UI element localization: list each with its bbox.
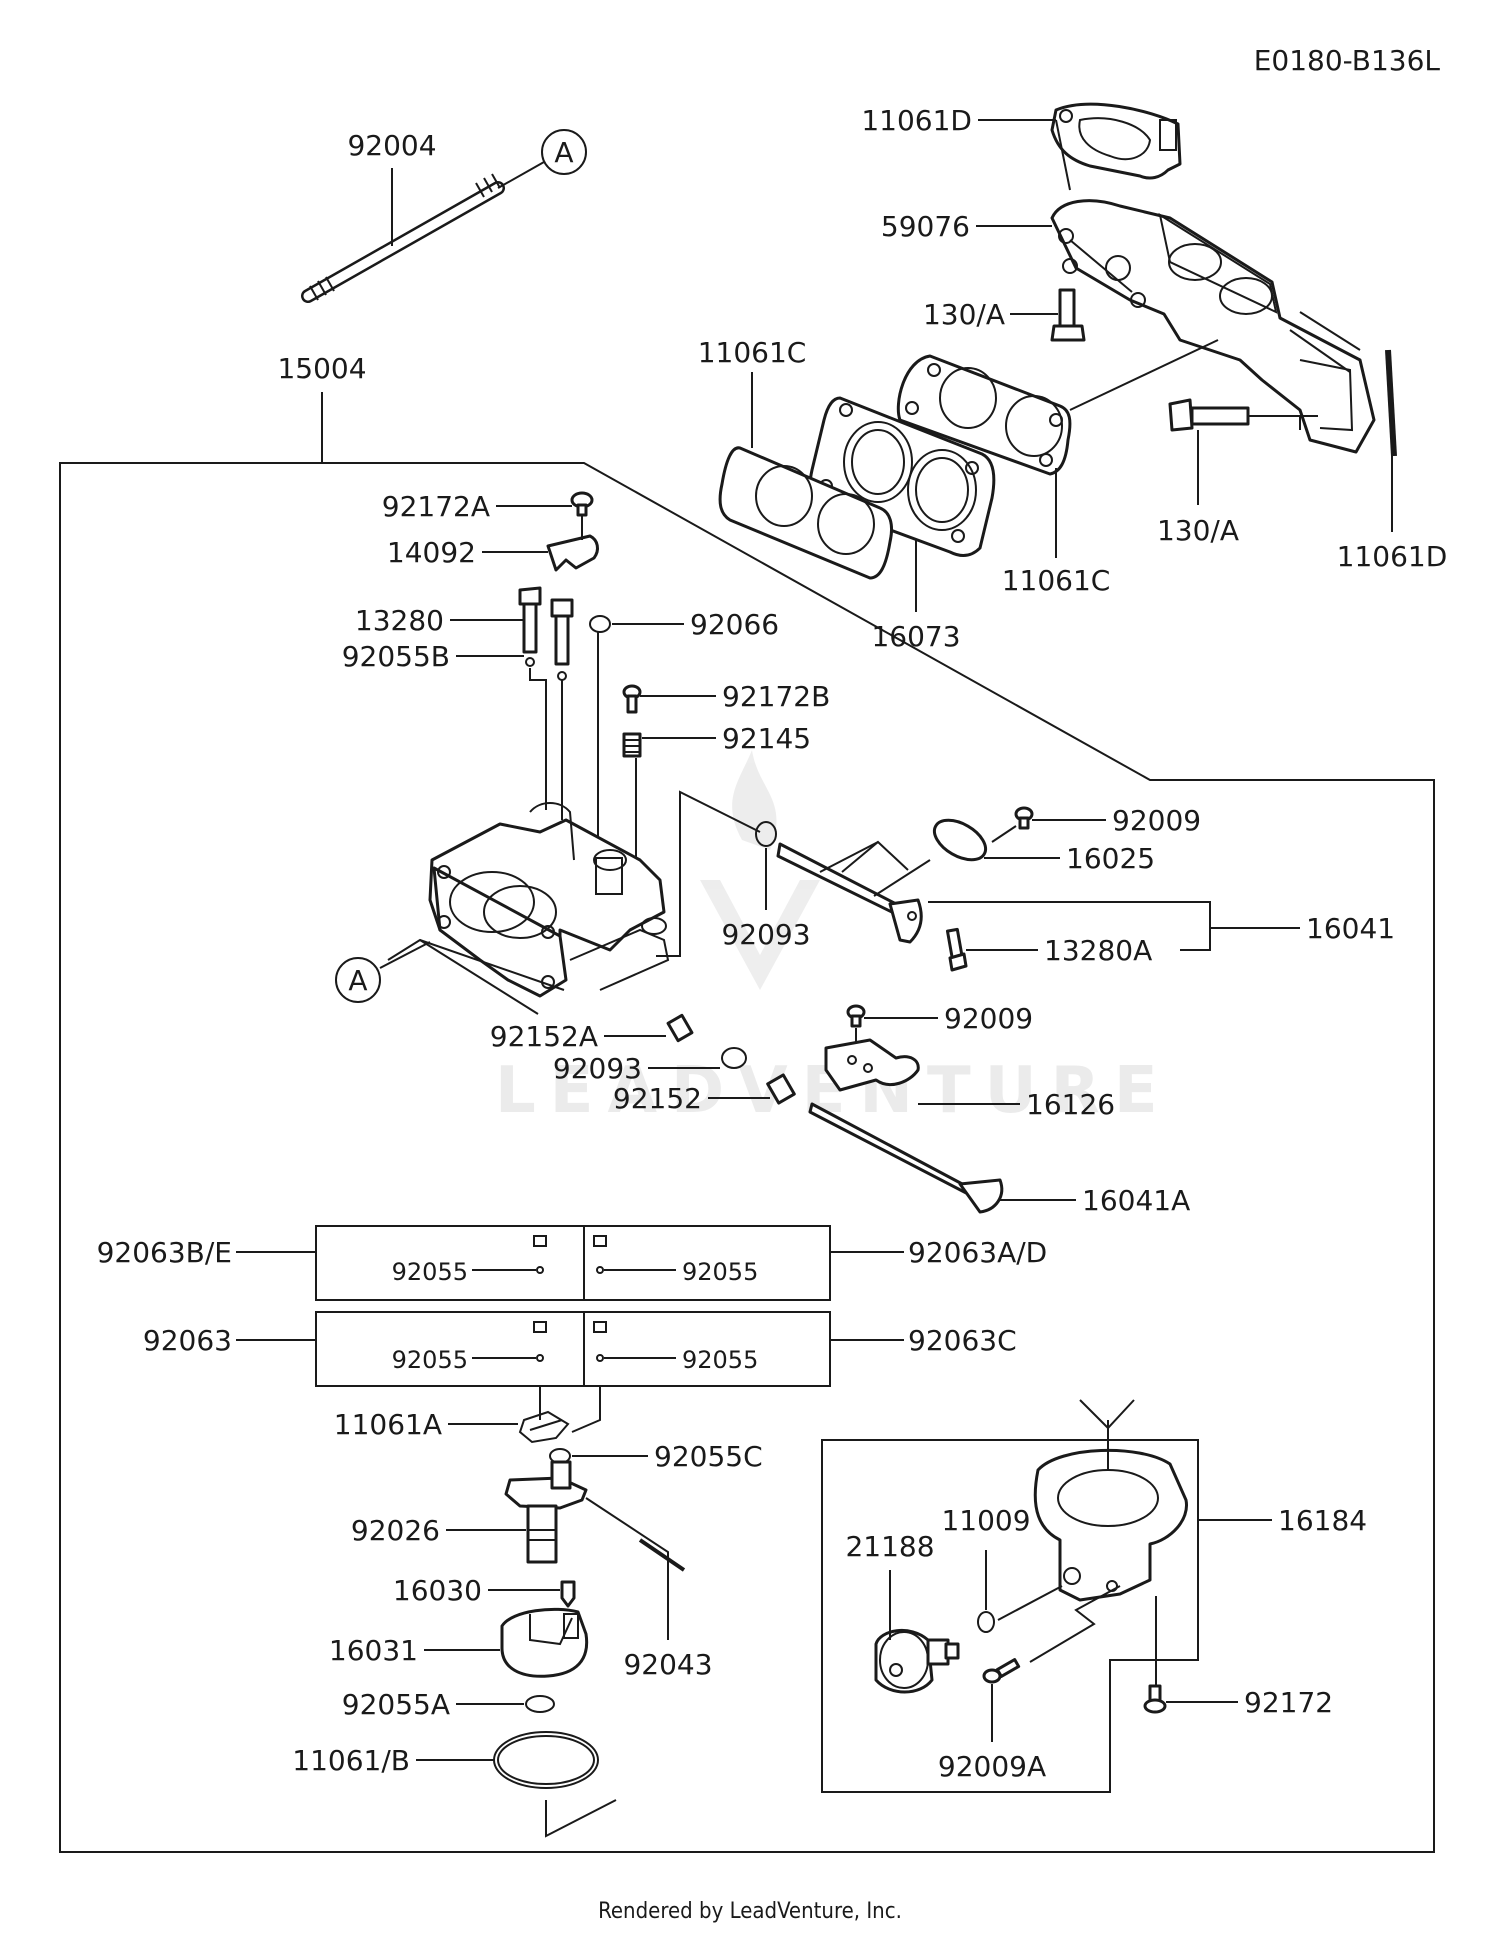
label-11061C-left: 11061C (698, 336, 807, 369)
label-92055A: 92055A (342, 1688, 450, 1721)
choke-shaft-16041A (808, 1102, 1004, 1214)
throttle-shaft-16041 (776, 842, 923, 944)
label-13280: 13280 (355, 604, 444, 637)
label-92063C: 92063C (908, 1324, 1017, 1357)
label-16041A: 16041A (1082, 1184, 1190, 1217)
label-59076: 59076 (881, 210, 970, 243)
gasket-11061A (518, 1410, 570, 1444)
label-92172: 92172 (1244, 1686, 1333, 1719)
label-130A-upper: 130/A (923, 298, 1005, 331)
label-11061C-right: 11061C (1002, 564, 1111, 597)
label-92055B: 92055B (342, 640, 450, 673)
label-16030: 16030 (393, 1574, 482, 1607)
label-15004: 15004 (277, 352, 366, 385)
label-16031: 16031 (329, 1634, 418, 1667)
label-16025: 16025 (1066, 842, 1155, 875)
svg-text:A: A (554, 136, 573, 169)
label-92055-box1: 92055 (392, 1258, 468, 1286)
label-130A-right: 130/A (1157, 514, 1239, 547)
intake-manifold-59076 (1050, 199, 1376, 454)
label-16184: 16184 (1278, 1504, 1367, 1537)
nozzle-92026 (504, 1460, 588, 1564)
label-92093-upper: 92093 (721, 918, 810, 951)
label-92093-lower: 92093 (553, 1052, 642, 1085)
washer-11009 (977, 1611, 995, 1633)
label-92063: 92063 (143, 1324, 232, 1357)
fuel-solenoid-21188 (874, 1628, 960, 1694)
label-11061A: 11061A (334, 1408, 442, 1441)
label-92055-box3: 92055 (392, 1346, 468, 1374)
label-92026: 92026 (351, 1514, 440, 1547)
bolt-130A-right (1168, 398, 1250, 432)
bushing-92152 (766, 1073, 796, 1105)
label-92055C: 92055C (654, 1440, 763, 1473)
bushing-92152A (666, 1013, 694, 1043)
throttle-plate-16025 (932, 818, 988, 862)
label-92004: 92004 (347, 129, 436, 162)
oring-92055A (525, 1695, 555, 1713)
label-92066: 92066 (690, 608, 779, 641)
label-92063BE: 92063B/E (97, 1236, 232, 1269)
pin-92043 (638, 1538, 686, 1572)
jet-kit-box-92063C (583, 1311, 831, 1387)
float-16031 (500, 1607, 589, 1678)
label-11009: 11009 (941, 1504, 1030, 1537)
seal-92093-upper (755, 821, 777, 847)
choke-plate-16126 (824, 1038, 920, 1092)
footer-credit: Rendered by LeadVenture, Inc. (598, 1899, 902, 1924)
label-11061D-top: 11061D (861, 104, 972, 137)
jets-13280 (518, 586, 574, 681)
label-21188: 21188 (845, 1530, 934, 1563)
label-92063AD: 92063A/D (908, 1236, 1047, 1269)
label-92009-upper: 92009 (1112, 804, 1201, 837)
float-bowl-16184 (1033, 1448, 1188, 1602)
stud-bolt-92004 (301, 173, 505, 303)
carburetor-assembly-boundary (59, 462, 1435, 1853)
jet-kit-box-92063AD (583, 1225, 831, 1301)
label-11061B: 11061/B (292, 1744, 410, 1777)
label-11061D-bottom: 11061D (1337, 540, 1448, 573)
label-16073: 16073 (871, 620, 960, 653)
screw-92172B (622, 684, 642, 714)
label-92009-lower: 92009 (944, 1002, 1033, 1035)
label-13280A: 13280A (1044, 934, 1152, 967)
carburetor-body (428, 802, 670, 998)
label-16126: 16126 (1026, 1088, 1115, 1121)
label-92172A: 92172A (382, 490, 490, 523)
label-92055-box2: 92055 (682, 1258, 758, 1286)
screw-92172A (570, 491, 594, 517)
gasket-11061B (493, 1731, 599, 1789)
oring-92066 (589, 615, 611, 633)
callout-A-body (335, 957, 381, 1003)
diagram-code: E0180-B136L (1254, 44, 1441, 77)
screw-92172 (1143, 1684, 1167, 1714)
label-92152: 92152 (613, 1082, 702, 1115)
gasket-11061C-left (718, 446, 894, 580)
plate-14092 (546, 534, 599, 572)
screw-92009-upper (1014, 806, 1034, 830)
spring-92145 (622, 732, 642, 758)
label-14092: 14092 (387, 536, 476, 569)
float-needle-16030 (560, 1580, 576, 1608)
lever-13280A (945, 927, 968, 972)
screw-92009A (982, 1658, 1021, 1684)
label-92152A: 92152A (490, 1020, 598, 1053)
label-92055-box4: 92055 (682, 1346, 758, 1374)
screw-92009-lower (846, 1004, 866, 1028)
seal-92093-lower (721, 1047, 747, 1069)
gasket-11061D-top (1050, 102, 1182, 180)
svg-text:A: A (348, 964, 367, 997)
label-92009A: 92009A (938, 1750, 1046, 1783)
label-92172B: 92172B (722, 680, 830, 713)
gasket-11061C-right (896, 354, 1072, 476)
label-92145: 92145 (722, 722, 811, 755)
callout-A-top (541, 129, 587, 175)
bolt-130A-upper (1050, 288, 1086, 342)
label-92043: 92043 (623, 1648, 712, 1681)
label-16041: 16041 (1306, 912, 1395, 945)
